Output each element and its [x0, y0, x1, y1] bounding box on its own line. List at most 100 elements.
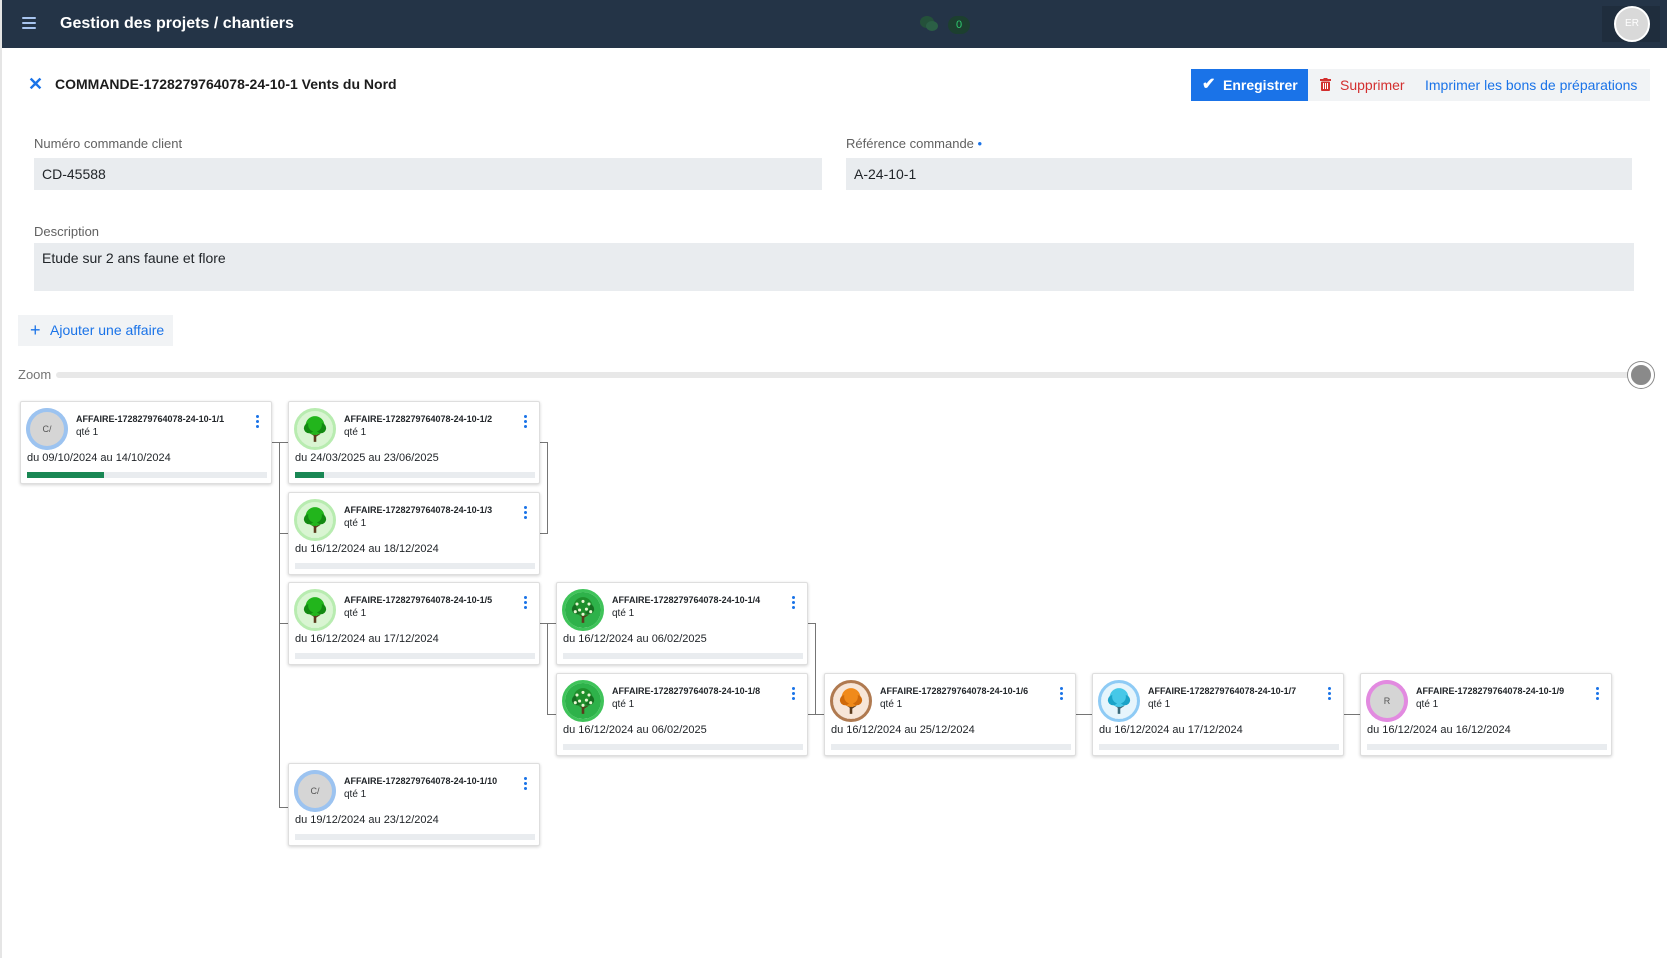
affaire-card[interactable]: AFFAIRE-1728279764078-24-10-1/7 qté 1 du 1… — [1092, 673, 1344, 756]
connector — [279, 533, 288, 534]
connector — [808, 623, 816, 624]
affaire-card[interactable]: AFFAIRE-1728279764078-24-10-1/4 qté 1 du 1… — [556, 582, 808, 665]
connector — [272, 442, 280, 443]
more-options-icon[interactable] — [521, 596, 529, 612]
affaire-dates: du 16/12/2024 au 17/12/2024 — [1099, 724, 1243, 736]
affaire-qty: qté 1 — [76, 427, 99, 438]
more-options-icon[interactable] — [253, 415, 261, 431]
connector — [279, 623, 288, 624]
progress-bar — [831, 744, 1071, 750]
tree-green-icon — [294, 499, 336, 541]
more-options-icon[interactable] — [521, 506, 529, 522]
connector — [279, 807, 288, 808]
connector — [540, 533, 548, 534]
affaire-name: AFFAIRE-1728279764078-24-10-1/4 — [612, 595, 761, 605]
connector — [279, 442, 280, 808]
affaire-dates: du 24/03/2025 au 23/06/2025 — [295, 452, 439, 464]
affaire-name: AFFAIRE-1728279764078-24-10-1/8 — [612, 686, 761, 696]
close-icon[interactable]: ✕ — [28, 74, 44, 94]
affaire-card[interactable]: R AFFAIRE-1728279764078-24-10-1/9 qté 1 du … — [1360, 673, 1612, 756]
affaire-qty: qté 1 — [1416, 699, 1439, 710]
order-title: COMMANDE-1728279764078-24-10-1 Vents du … — [55, 76, 397, 92]
connector — [1076, 714, 1092, 715]
affaire-avatar: C/ — [294, 770, 336, 812]
avatar[interactable]: ER — [1614, 6, 1650, 42]
affaire-initials: C/ — [26, 408, 68, 450]
zoom-slider-thumb[interactable] — [1628, 362, 1654, 388]
affaire-card[interactable]: AFFAIRE-1728279764078-24-10-1/8 qté 1 du 1… — [556, 673, 808, 756]
delete-button[interactable]: Supprimer — [1320, 69, 1405, 101]
more-options-icon[interactable] — [1593, 687, 1601, 703]
affaire-qty: qté 1 — [344, 608, 367, 619]
affaire-dates: du 16/12/2024 au 16/12/2024 — [1367, 724, 1511, 736]
affaire-name: AFFAIRE-1728279764078-24-10-1/1 — [76, 414, 225, 424]
add-affaire-button[interactable]: +Ajouter une affaire — [18, 315, 173, 346]
affaire-qty: qté 1 — [344, 518, 367, 529]
affaire-name: AFFAIRE-1728279764078-24-10-1/5 — [344, 595, 493, 605]
more-options-icon[interactable] — [789, 687, 797, 703]
affaire-qty: qté 1 — [612, 699, 635, 710]
connector — [808, 714, 824, 715]
reference-field[interactable]: A-24-10-1 — [846, 158, 1632, 190]
progress-bar — [1367, 744, 1607, 750]
connector — [815, 623, 816, 715]
more-options-icon[interactable] — [521, 777, 529, 793]
more-options-icon[interactable] — [789, 596, 797, 612]
affaire-name: AFFAIRE-1728279764078-24-10-1/9 — [1416, 686, 1565, 696]
connector — [279, 442, 288, 443]
affaire-avatar: C/ — [26, 408, 68, 450]
affaire-name: AFFAIRE-1728279764078-24-10-1/2 — [344, 414, 493, 424]
affaire-dates: du 16/12/2024 au 06/02/2025 — [563, 633, 707, 645]
affaire-card[interactable]: C/AFFAIRE-1728279764078-24-10-1/1 qté 1 du… — [20, 401, 272, 484]
affaire-dates: du 16/12/2024 au 06/02/2025 — [563, 724, 707, 736]
more-options-icon[interactable] — [1057, 687, 1065, 703]
print-button[interactable]: Imprimer les bons de préparations — [1425, 77, 1638, 93]
progress-bar — [563, 653, 803, 659]
progress-fill — [27, 472, 104, 478]
affaire-name: AFFAIRE-1728279764078-24-10-1/6 — [880, 686, 1029, 696]
affaire-dates: du 09/10/2024 au 14/10/2024 — [27, 452, 171, 464]
affaire-dates: du 16/12/2024 au 18/12/2024 — [295, 543, 439, 555]
affaire-qty: qté 1 — [612, 608, 635, 619]
left-border — [0, 48, 2, 958]
zoom-slider-track[interactable] — [56, 372, 1638, 378]
description-field[interactable]: Etude sur 2 ans faune et flore — [34, 243, 1634, 291]
affaire-avatar: R — [1366, 680, 1408, 722]
trash-icon — [1320, 78, 1331, 91]
save-button[interactable]: ✔Enregistrer — [1191, 69, 1308, 101]
progress-bar — [1099, 744, 1339, 750]
progress-bar — [295, 834, 535, 840]
tree-green-icon — [294, 589, 336, 631]
more-options-icon[interactable] — [1325, 687, 1333, 703]
affaire-name: AFFAIRE-1728279764078-24-10-1/10 — [344, 776, 498, 786]
chat-icon[interactable] — [918, 13, 940, 35]
description-label: Description — [34, 224, 100, 239]
client-order-label: Numéro commande client — [34, 136, 183, 151]
progress-fill — [295, 472, 324, 478]
menu-icon[interactable] — [22, 14, 42, 34]
plus-icon: + — [30, 320, 41, 340]
connector — [547, 623, 548, 715]
required-mark: • — [977, 136, 983, 151]
top-bar: Gestion des projets / chantiers 0 ER — [0, 0, 1667, 48]
app-title: Gestion des projets / chantiers — [60, 15, 294, 32]
tree-cyan-icon — [1098, 680, 1140, 722]
affaire-qty: qté 1 — [1148, 699, 1171, 710]
connector — [1344, 714, 1360, 715]
tree-fruit-icon — [562, 680, 604, 722]
more-options-icon[interactable] — [521, 415, 529, 431]
connector — [540, 623, 548, 624]
client-order-field[interactable]: CD-45588 — [34, 158, 822, 190]
progress-bar — [295, 563, 535, 569]
tree-fruit-icon — [562, 589, 604, 631]
affaire-name: AFFAIRE-1728279764078-24-10-1/7 — [1148, 686, 1297, 696]
connector — [547, 442, 548, 534]
tree-green-icon — [294, 408, 336, 450]
affaire-dates: du 16/12/2024 au 25/12/2024 — [831, 724, 975, 736]
chat-count-badge: 0 — [948, 16, 970, 34]
